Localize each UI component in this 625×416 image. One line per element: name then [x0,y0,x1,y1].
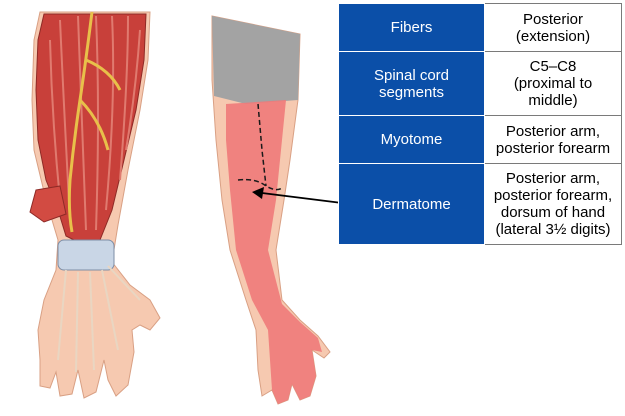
row-value-myotome: Posterior arm, posterior forearm [484,115,622,164]
row-label-myotome: Myotome [338,115,485,164]
table-row: Fibers Posterior (extension) [338,3,622,52]
row-label-spinal-cord-segments: Spinal cord segments [338,51,485,116]
row-value-fibers: Posterior (extension) [484,3,622,52]
row-label-dermatome: Dermatome [338,163,485,245]
dermatome-band [226,100,322,404]
arrow-shaft [261,192,351,205]
dermatome-arm-illustration [211,15,331,405]
dermatome-arrow [252,187,351,205]
table-row: Myotome Posterior arm, posterior forearm [338,115,622,164]
row-value-spinal-cord-segments: C5–C8 (proximal to middle) [484,51,622,116]
row-value-dermatome: Posterior arm, posterior forearm, dorsum… [484,163,622,245]
reflected-muscle [29,185,67,223]
table-row: Spinal cord segments C5–C8 (proximal to … [338,51,622,116]
muscle-fiber-lines [49,15,141,231]
anatomical-arm-illustration [29,11,161,399]
hand-tendons [57,265,141,373]
dermatome-boundary-dashed [237,103,283,191]
row-label-fibers: Fibers [338,3,485,52]
extensor-retinaculum [57,239,115,271]
table-row: Dermatome Posterior arm, posterior forea… [338,163,622,245]
nerve-info-table: Fibers Posterior (extension) Spinal cord… [338,3,622,245]
arrow-head [252,187,264,199]
shoulder-region-gray [212,16,300,104]
radial-nerve [67,11,122,233]
